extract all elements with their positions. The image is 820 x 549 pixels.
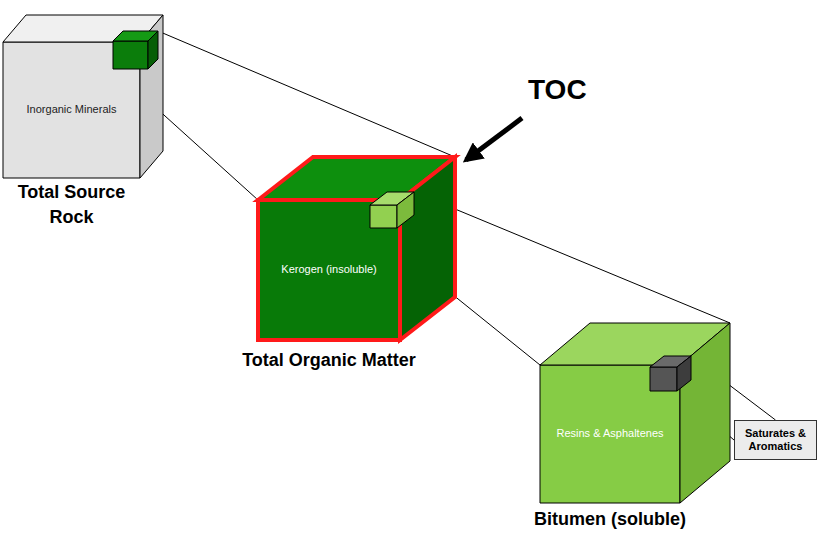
sub-cube-side bbox=[397, 192, 414, 228]
sub-cube-side bbox=[677, 356, 691, 391]
cube-front bbox=[258, 200, 400, 340]
cube-heading: Bitumen (soluble) bbox=[534, 507, 686, 532]
cube-top bbox=[3, 15, 163, 42]
sub-cube-front bbox=[113, 41, 148, 69]
cube-heading: Total Source Rock bbox=[13, 180, 131, 230]
sub-cube-side bbox=[148, 31, 158, 69]
cube-shape bbox=[540, 323, 730, 503]
cube-side bbox=[680, 323, 730, 503]
sub-cube-front bbox=[370, 205, 397, 228]
cube-content-label: Resins & Asphaltenes bbox=[546, 371, 674, 497]
cube-node: Kerogen (insoluble)Total Organic Matter bbox=[258, 157, 455, 340]
label-box: Saturates & Aromatics bbox=[734, 420, 817, 460]
projection-line bbox=[113, 31, 455, 200]
cube-shape bbox=[258, 157, 455, 340]
callout-label: TOC bbox=[528, 74, 587, 106]
cube-shape bbox=[3, 15, 163, 178]
cube-content-label: Inorganic Minerals bbox=[9, 48, 134, 172]
cube-node: Resins & AsphaltenesBitumen (soluble) bbox=[540, 323, 730, 503]
cube-side bbox=[400, 157, 455, 340]
cube-front bbox=[540, 365, 680, 503]
cube-node: Inorganic MineralsTotal Source Rock bbox=[3, 15, 163, 178]
cube-heading: Total Organic Matter bbox=[242, 348, 416, 373]
box-label: Saturates & Aromatics bbox=[740, 427, 811, 453]
toc-arrow bbox=[466, 118, 522, 160]
cube-content-label: Kerogen (insoluble) bbox=[264, 206, 394, 334]
sub-cube-front bbox=[650, 367, 677, 391]
